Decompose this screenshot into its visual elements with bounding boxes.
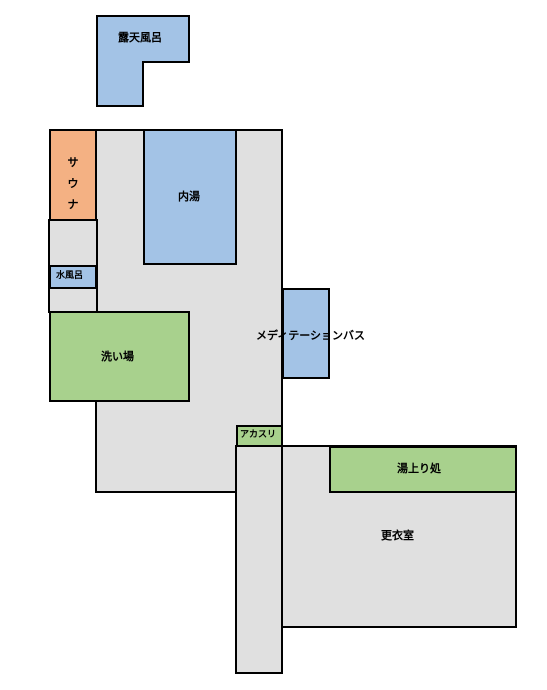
- washing-area: [49, 311, 190, 402]
- cold-bath-label: 水風呂: [56, 271, 84, 281]
- after-bath-lounge: [329, 446, 517, 493]
- after-bath-lounge-label: 湯上り処: [397, 462, 441, 475]
- outdoor-bath-label: 露天風呂: [118, 31, 162, 44]
- lower-corridor: [235, 445, 283, 674]
- meditation-bath-label: メディテーションバス: [256, 329, 366, 342]
- outdoor-bath-bottom: [96, 61, 144, 107]
- sauna-label: サウナ: [67, 156, 79, 211]
- indoor-bath: [143, 129, 237, 265]
- changing-room-label: 更衣室: [381, 529, 414, 542]
- washing-area-label: 洗い場: [101, 350, 134, 363]
- body-scrub-room: [236, 425, 283, 447]
- indoor-bath-label: 内湯: [178, 190, 200, 203]
- meditation-bath: [282, 288, 330, 379]
- cold-bath: [49, 265, 97, 289]
- body-scrub-label: アカスリ: [240, 430, 277, 440]
- sauna-room: [49, 129, 97, 221]
